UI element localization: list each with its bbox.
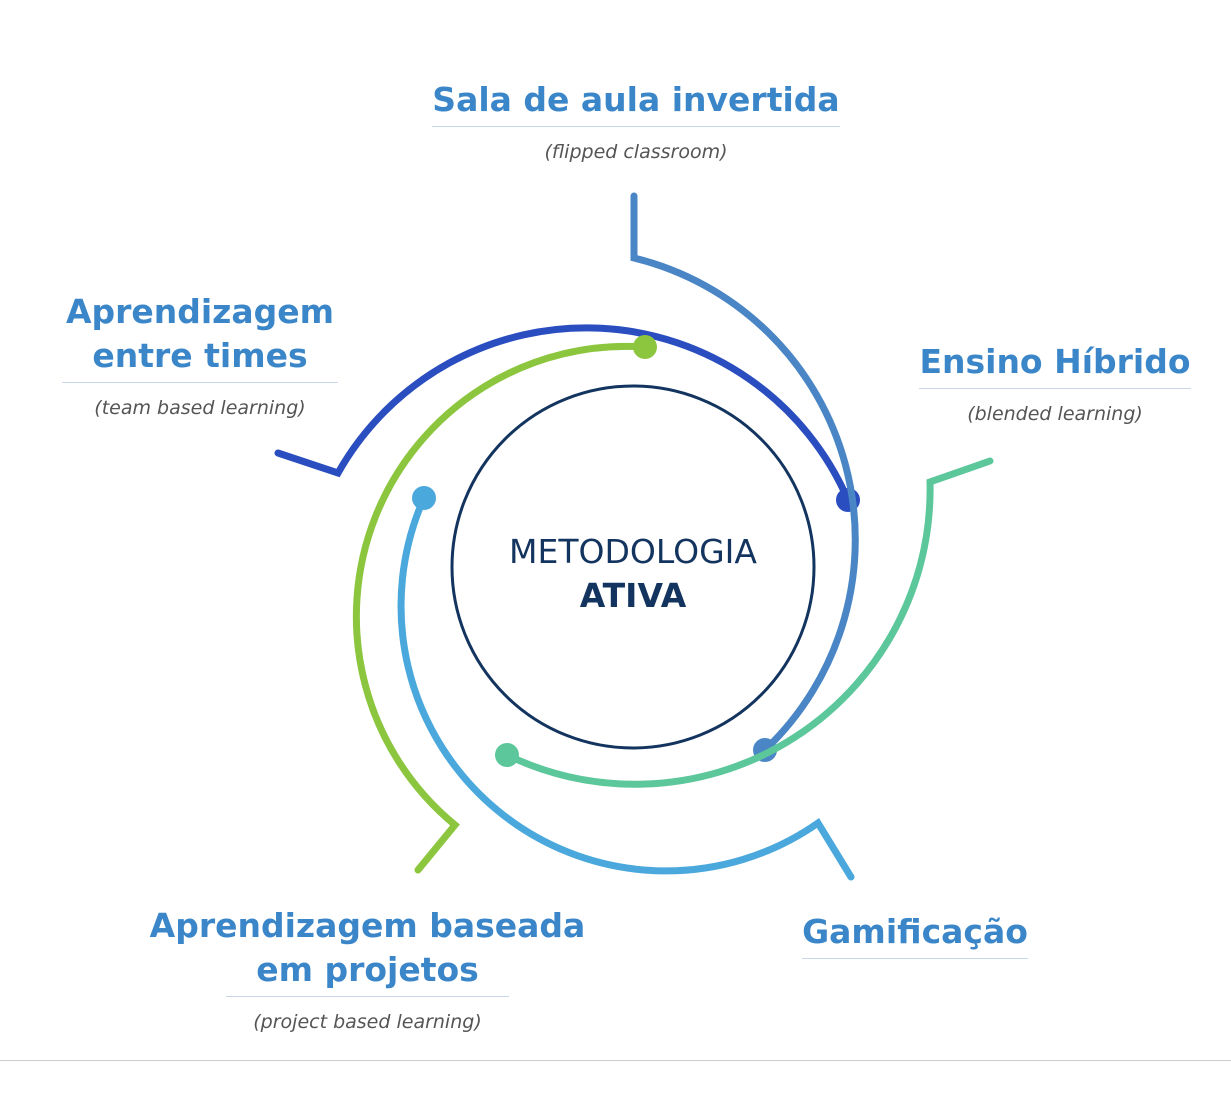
label-blended-learning: Ensino Híbrido (blended learning) bbox=[900, 340, 1210, 425]
method-title-line1: Aprendizagem baseada bbox=[149, 906, 586, 945]
dot-blended bbox=[495, 743, 519, 767]
arc-flipped bbox=[630, 192, 859, 754]
arc-blended bbox=[503, 457, 994, 788]
dot-gamification bbox=[412, 486, 436, 510]
center-title: METODOLOGIA ATIVA bbox=[452, 530, 814, 618]
arc-team-based bbox=[274, 324, 852, 504]
center-ring bbox=[450, 384, 816, 750]
center-line1: METODOLOGIA bbox=[509, 532, 757, 571]
label-gamification: Gamificação bbox=[780, 910, 1050, 959]
label-project-based: Aprendizagem baseada em projetos (projec… bbox=[130, 904, 605, 1033]
dot-project-based bbox=[633, 335, 657, 359]
arc-project-based bbox=[352, 342, 649, 874]
method-subtitle: (team based learning) bbox=[94, 397, 306, 419]
arc-gamification bbox=[397, 494, 855, 881]
method-title-line1: Aprendizagem bbox=[65, 292, 335, 331]
method-title-line2: em projetos bbox=[226, 948, 509, 997]
center-line2: ATIVA bbox=[579, 576, 687, 615]
method-title: Ensino Híbrido bbox=[919, 340, 1191, 389]
method-subtitle: (project based learning) bbox=[253, 1011, 482, 1033]
label-flipped-classroom: Sala de aula invertida (flipped classroo… bbox=[420, 78, 852, 163]
label-team-based: Aprendizagem entre times (team based lea… bbox=[50, 290, 350, 419]
method-title: Gamificação bbox=[802, 910, 1028, 959]
method-title: Sala de aula invertida bbox=[432, 78, 840, 127]
method-subtitle: (blended learning) bbox=[967, 403, 1143, 425]
page-edge-divider bbox=[0, 1060, 1231, 1061]
method-title-line2: entre times bbox=[62, 334, 338, 383]
method-subtitle: (flipped classroom) bbox=[544, 141, 728, 163]
